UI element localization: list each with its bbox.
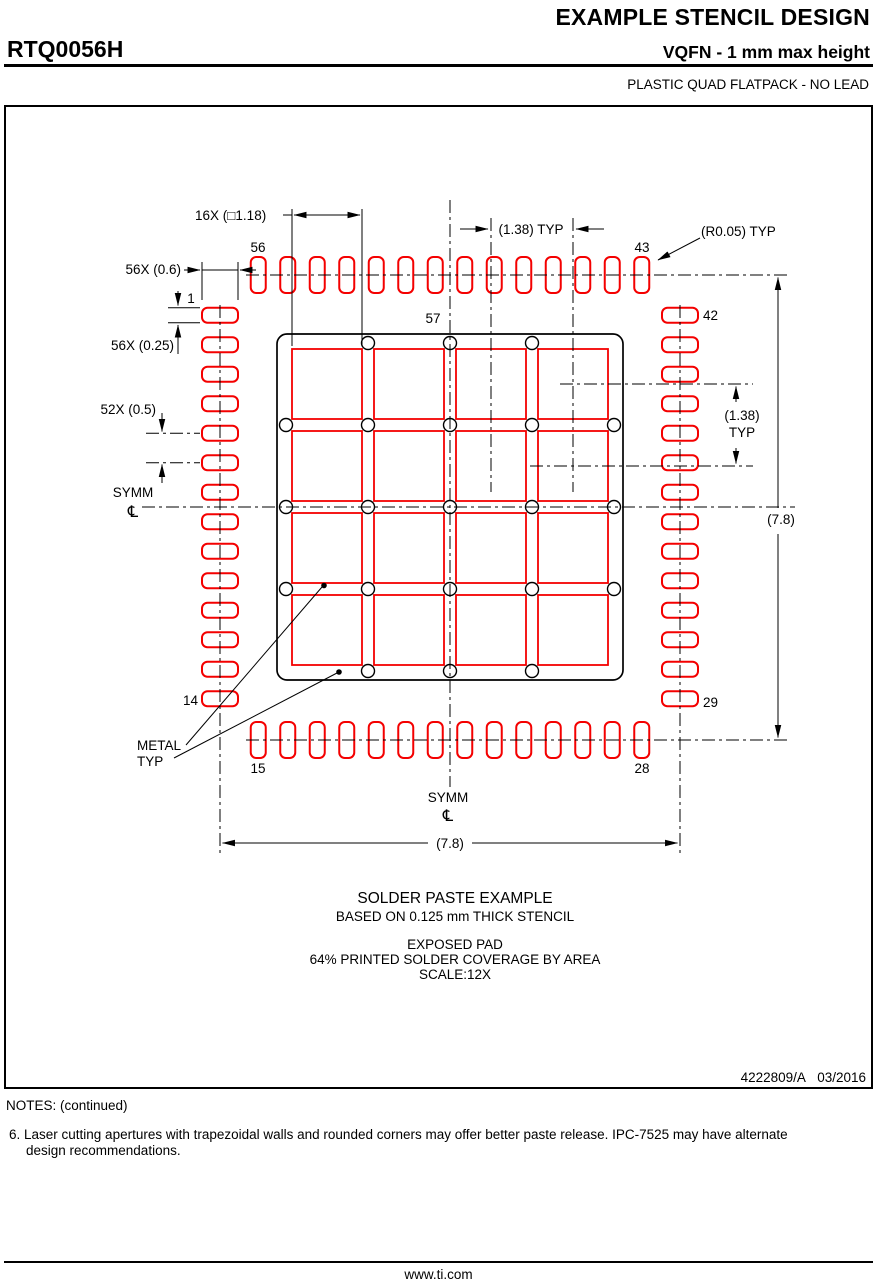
paste-aperture-square: [373, 512, 445, 584]
dimension-lines: [158, 209, 782, 847]
paste-aperture-square: [373, 348, 445, 420]
stencil-pad-bottom: [603, 721, 621, 759]
metal-leader-2: [173, 672, 338, 759]
metal-leader-dot-1: [321, 582, 327, 589]
thermal-via: [360, 581, 376, 597]
paste-aperture-square: [291, 594, 363, 666]
dim-138-top-label: (1.38) TYP: [498, 222, 563, 237]
dim-52x-05-label: 52X (0.5): [100, 402, 156, 417]
dim-78-bottom-label: (7.8): [436, 836, 464, 851]
thermal-via: [524, 663, 540, 679]
thermal-via: [360, 417, 376, 433]
paste-aperture-square: [373, 594, 445, 666]
paste-aperture-square: [537, 512, 609, 584]
stencil-pad-right: [661, 542, 699, 560]
paste-aperture-square: [537, 594, 609, 666]
pin-label-29: 29: [703, 695, 718, 710]
radius-typ-label: (R0.05) TYP: [701, 224, 776, 239]
drawing-doc-number: 4222809/A 03/2016: [741, 1070, 866, 1085]
centerline-symbol-left: ℄: [127, 504, 139, 521]
pin-label-14: 14: [183, 693, 199, 708]
pin-label-1: 1: [187, 291, 195, 306]
stencil-drawing-frame: 16X (□1.18) (1.38) TYP (R0.05) TYP 56X (…: [4, 105, 873, 1089]
paste-aperture-square: [455, 512, 527, 584]
paste-aperture-square: [455, 430, 527, 502]
paste-aperture-square: [291, 348, 363, 420]
doc-title: EXAMPLE STENCIL DESIGN: [555, 4, 870, 30]
pin-label-56: 56: [250, 240, 265, 255]
metal-typ-label-2: TYP: [137, 754, 163, 769]
caption-scale: SCALE:12X: [419, 967, 491, 982]
caption-subtitle: BASED ON 0.125 mm THICK STENCIL: [336, 909, 575, 924]
footer-url[interactable]: www.ti.com: [404, 1267, 473, 1282]
part-number: RTQ0056H: [7, 36, 124, 62]
stencil-pad-top: [603, 256, 621, 294]
thermal-via: [278, 417, 294, 433]
thermal-via: [524, 581, 540, 597]
pin-label-43: 43: [634, 240, 649, 255]
dim-138-right-label-1: (1.38): [724, 408, 759, 423]
caption-exposed-pad: EXPOSED PAD: [407, 937, 503, 952]
dim-16x-label: 16X (□1.18): [195, 208, 266, 223]
thermal-via: [360, 335, 376, 351]
thermal-via: [524, 335, 540, 351]
pin-label-15: 15: [250, 761, 265, 776]
pin-label-57: 57: [425, 311, 440, 326]
leader-lines: [173, 237, 701, 759]
caption-title: SOLDER PASTE EXAMPLE: [357, 890, 552, 907]
pin-label-42: 42: [703, 308, 718, 323]
caption-coverage: 64% PRINTED SOLDER COVERAGE BY AREA: [310, 952, 601, 967]
footer-rule: [4, 1261, 873, 1263]
note-6-line2: design recommendations.: [26, 1143, 181, 1158]
dim-78-right-label: (7.8): [767, 512, 795, 527]
metal-leader-1: [185, 586, 323, 746]
thermal-via: [278, 581, 294, 597]
notes-heading: NOTES: (continued): [6, 1098, 128, 1113]
thermal-via: [360, 663, 376, 679]
pin-label-28: 28: [634, 761, 649, 776]
dim-56x-06-label: 56X (0.6): [125, 262, 181, 277]
header-rule: [4, 64, 873, 67]
paste-aperture-square: [455, 348, 527, 420]
dim-56x-025-label: 56X (0.25): [111, 338, 174, 353]
paste-aperture-square: [291, 512, 363, 584]
package-height-label: VQFN - 1 mm max height: [662, 42, 870, 62]
thermal-via: [606, 417, 622, 433]
symm-left-label: SYMM: [113, 485, 154, 500]
symm-bottom-label: SYMM: [428, 790, 469, 805]
stencil-diagram: 16X (□1.18) (1.38) TYP (R0.05) TYP 56X (…: [100, 200, 866, 1085]
metal-typ-label-1: METAL: [137, 738, 181, 753]
dim-138-right-label-2: TYP: [729, 425, 755, 440]
package-description: PLASTIC QUAD FLATPACK - NO LEAD: [627, 77, 869, 92]
paste-aperture-square: [373, 430, 445, 502]
drawing-labels: 16X (□1.18) (1.38) TYP (R0.05) TYP 56X (…: [100, 208, 866, 1085]
centerline-symbol-bottom: ℄: [442, 808, 454, 825]
centerlines: [142, 200, 795, 856]
thermal-via: [524, 417, 540, 433]
metal-leader-dot-2: [336, 669, 342, 675]
note-6-line1: 6. Laser cutting apertures with trapezoi…: [9, 1127, 788, 1142]
stencil-pad-left: [201, 542, 239, 560]
paste-aperture-square: [291, 430, 363, 502]
thermal-via: [606, 581, 622, 597]
radius-leader: [657, 237, 701, 261]
paste-aperture-square: [455, 594, 527, 666]
